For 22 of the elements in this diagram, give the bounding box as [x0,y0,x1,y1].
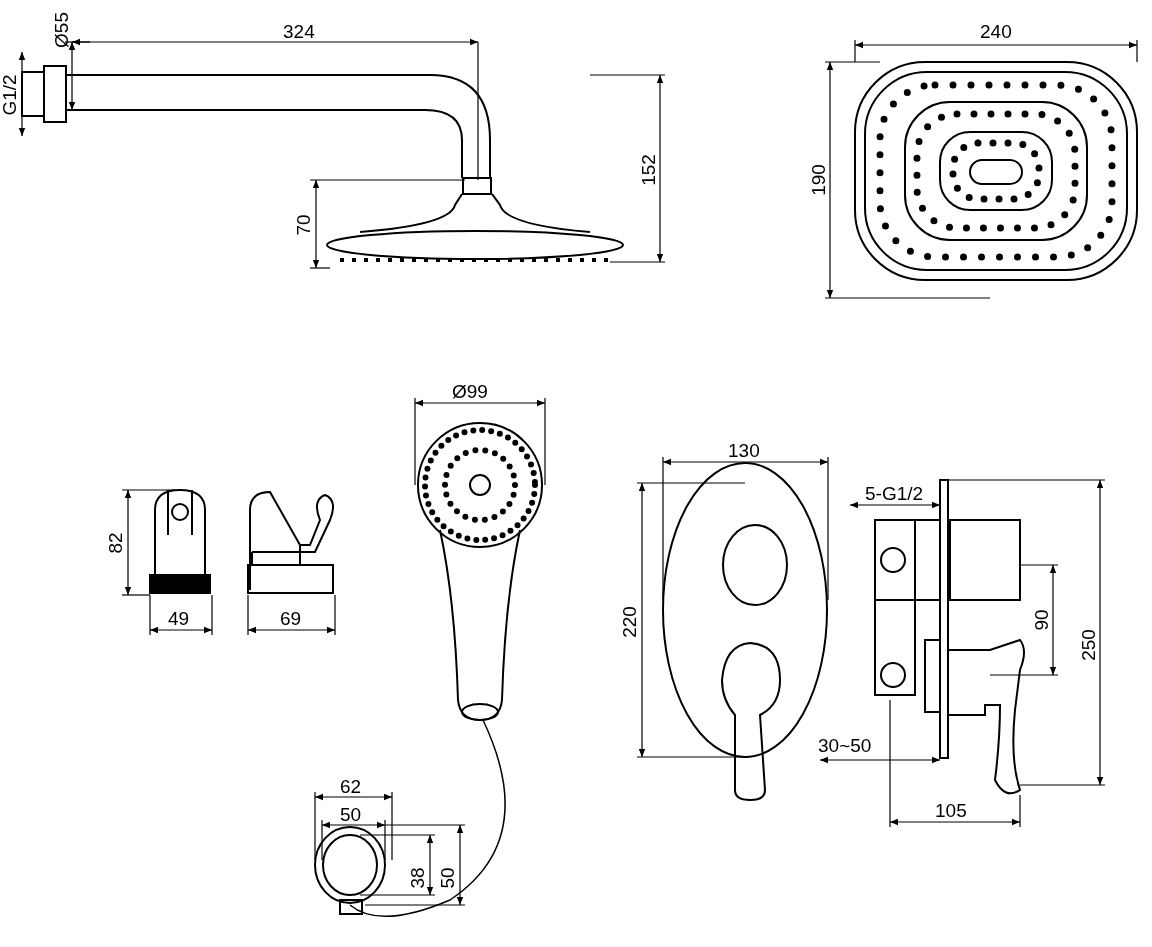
dimension-label: 240 [980,21,1012,42]
dimension-label: 62 [340,776,362,797]
dimension-label: 49 [168,608,190,629]
dimension-label: Ø99 [452,381,488,402]
dimension-label: Ø55 [51,12,72,48]
dimension-label: G1/2 [0,74,20,116]
dimension-label: 30~50 [818,735,872,756]
dimension-label: 50 [340,804,362,825]
dimension-label: 130 [728,440,760,461]
dimension-label: 324 [283,21,315,42]
dimension-label: 38 [407,867,428,889]
dimension-label: 50 [437,867,458,889]
dimension-label: 190 [808,164,829,196]
dimension-label: 152 [638,154,659,186]
dimension-label: 250 [1078,629,1099,661]
dimension-label: 90 [1031,609,1052,631]
dimension-label: 70 [293,214,314,236]
dimension-label: 105 [935,800,967,821]
dimension-label: 220 [619,606,640,638]
dimension-label: 69 [280,608,302,629]
dimension-label: 5-G1/2 [865,483,924,504]
dimension-label: 82 [105,532,126,554]
